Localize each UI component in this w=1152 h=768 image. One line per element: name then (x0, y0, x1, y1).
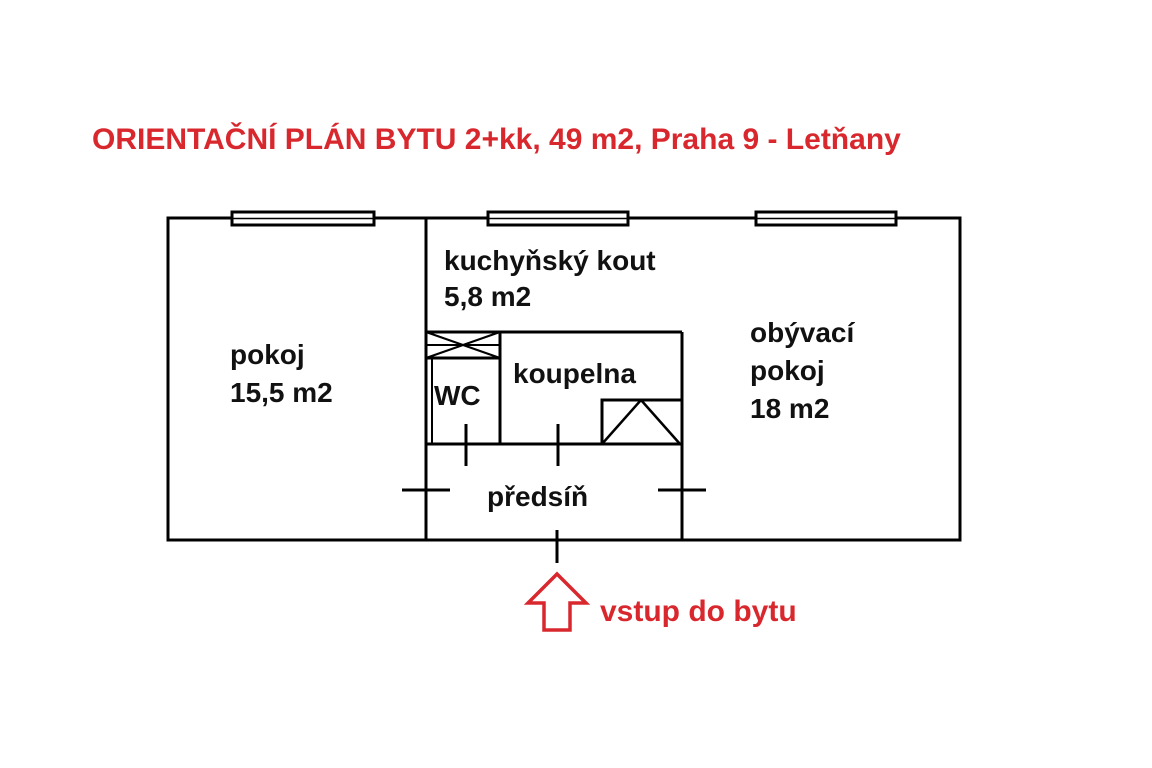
window-kitchen (486, 210, 630, 227)
room-kitchen-area: 5,8 m2 (444, 281, 531, 312)
shower-fixture (600, 398, 684, 446)
room-hall-name: předsíň (487, 481, 588, 512)
wc-fixture (424, 330, 502, 444)
room-bathroom-name: koupelna (513, 358, 636, 389)
room-living-name-1: obývací (750, 317, 855, 348)
room-living-area: 18 m2 (750, 393, 829, 424)
room-pokoj-name: pokoj (230, 339, 305, 370)
arrow-up-icon (523, 571, 591, 632)
entrance-label: vstup do bytu (600, 595, 797, 628)
window-pokoj (230, 210, 376, 227)
plan-title: ORIENTAČNÍ PLÁN BYTU 2+kk, 49 m2, Praha … (92, 122, 901, 156)
room-pokoj-area: 15,5 m2 (230, 377, 333, 408)
room-living-name-2: pokoj (750, 355, 825, 386)
room-wc-name: WC (434, 380, 481, 411)
window-living (754, 210, 898, 227)
room-kitchen-name: kuchyňský kout (444, 245, 656, 276)
